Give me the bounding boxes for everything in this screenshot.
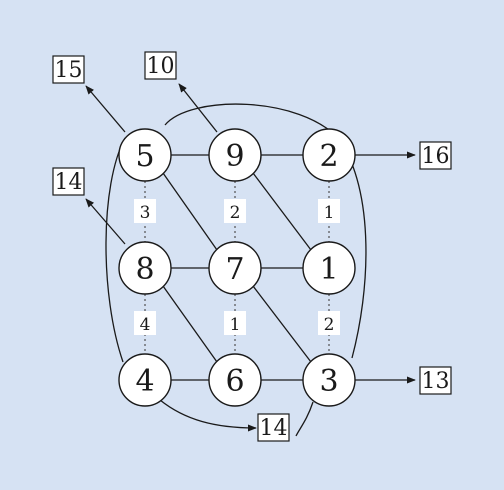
box-from-2: 16 xyxy=(422,144,450,169)
box-from-5: 15 xyxy=(55,58,83,83)
node-9: 9 xyxy=(208,128,262,182)
weight-label: 3 xyxy=(134,199,156,223)
weight-9-7: 2 xyxy=(230,203,241,223)
node-1: 1 xyxy=(302,241,356,295)
box-from-8: 14 xyxy=(55,170,83,195)
node-2: 2 xyxy=(302,128,356,182)
node-8: 8 xyxy=(118,241,172,295)
node-4: 4 xyxy=(118,353,172,407)
weight-label: 1 xyxy=(224,311,246,335)
node-label: 8 xyxy=(135,252,154,287)
edge-9-1 xyxy=(252,172,312,251)
weight-7-6: 1 xyxy=(230,315,241,335)
box-label: 14 xyxy=(257,413,290,442)
node-label: 5 xyxy=(135,139,154,174)
curve-5-to-4 xyxy=(105,137,126,363)
box-label: 14 xyxy=(52,167,85,196)
box-from-3: 13 xyxy=(422,369,450,394)
node-6: 6 xyxy=(208,353,262,407)
weight-label: 1 xyxy=(318,199,340,223)
box-from-9: 10 xyxy=(147,54,175,79)
arrow-9-out xyxy=(178,83,218,133)
arrow-5-out xyxy=(85,85,126,133)
node-label: 2 xyxy=(319,139,338,174)
edge-7-3 xyxy=(252,285,312,363)
node-label: 7 xyxy=(225,252,244,287)
node-label: 1 xyxy=(319,252,338,287)
node-label: 3 xyxy=(319,364,338,399)
weight-label: 4 xyxy=(134,311,156,335)
arrow-8-out xyxy=(85,198,126,245)
node-label: 4 xyxy=(135,364,154,399)
weight-1-3: 2 xyxy=(324,315,335,335)
node-3: 3 xyxy=(302,353,356,407)
node-label: 6 xyxy=(225,364,244,399)
box-label: 16 xyxy=(419,141,452,170)
node-label: 9 xyxy=(225,139,244,174)
curve-3-to-box xyxy=(295,401,314,437)
weight-8-4: 4 xyxy=(140,315,151,335)
weight-label: 2 xyxy=(318,311,340,335)
box-label: 10 xyxy=(144,51,177,80)
box-label: 15 xyxy=(52,55,85,84)
edge-8-6 xyxy=(162,285,218,363)
weight-5-8: 3 xyxy=(140,203,151,223)
edge-5-7 xyxy=(162,172,218,251)
weight-label: 2 xyxy=(224,199,246,223)
node-5: 5 xyxy=(118,128,172,182)
weight-2-1: 1 xyxy=(324,203,335,223)
curve-4-to-box xyxy=(159,399,257,432)
node-7: 7 xyxy=(208,241,262,295)
box-from-4: 14 xyxy=(260,416,288,441)
box-label: 13 xyxy=(419,366,452,395)
